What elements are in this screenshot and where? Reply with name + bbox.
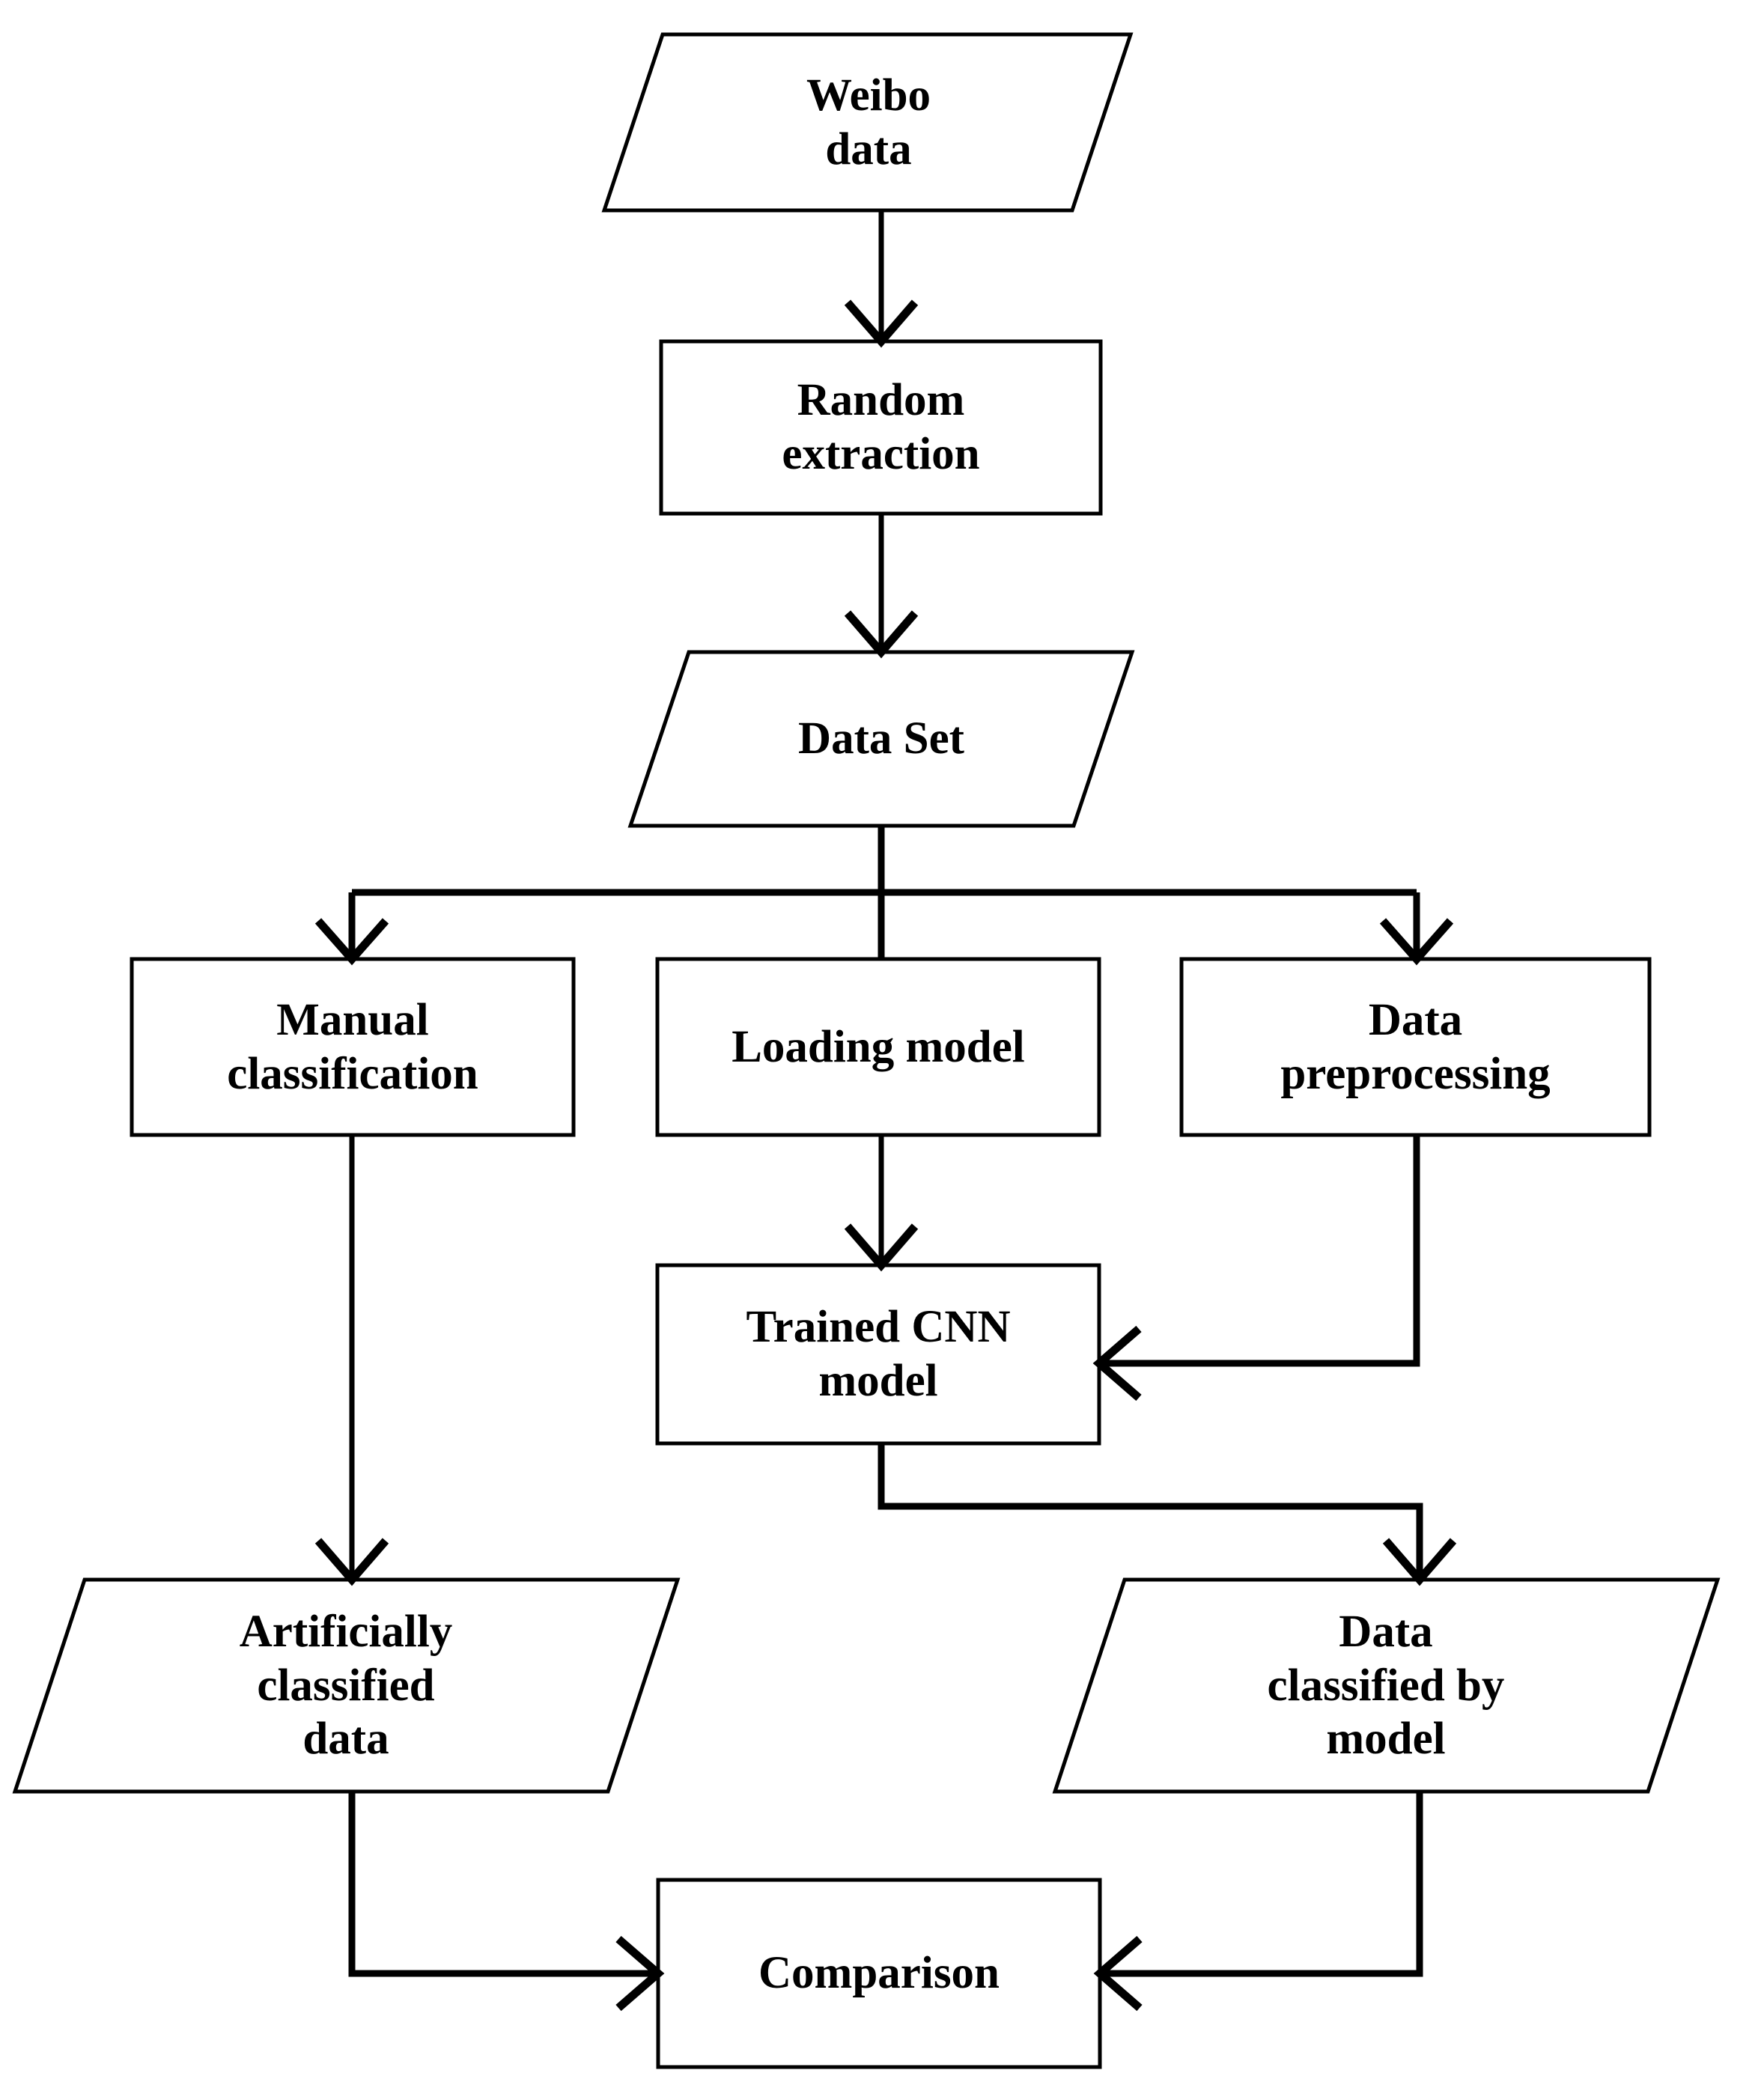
edge-trained-cnn-model-to-data-classified-by-model bbox=[878, 1443, 1457, 1586]
edge-data-set-to-split-bar bbox=[352, 826, 1417, 896]
edge-data-classified-by-model-to-comparison bbox=[1093, 1792, 1423, 2012]
edge-loading-model-to-trained-cnn-model bbox=[844, 1135, 919, 1272]
edge-artificially-classified-data-to-comparison bbox=[348, 1792, 665, 2012]
node-trained-cnn-model-shape bbox=[655, 1263, 1101, 1446]
node-artificially-classified-data-shape bbox=[12, 1577, 681, 1794]
node-data-preprocessing-shape bbox=[1179, 957, 1652, 1137]
node-manual-classification-shape bbox=[130, 957, 576, 1137]
edge-manual-classification-to-artificially-classified-data bbox=[314, 1135, 389, 1586]
edge-split-to-data-preprocessing bbox=[1379, 892, 1454, 966]
edge-split-to-manual-classification bbox=[314, 892, 389, 966]
edge-data-preprocessing-to-trained-cnn-model bbox=[1092, 1135, 1420, 1401]
node-random-extraction-shape bbox=[659, 339, 1103, 516]
node-weibo-data-shape bbox=[601, 32, 1134, 213]
node-data-set-shape bbox=[627, 650, 1135, 828]
edge-random-extraction-to-data-set bbox=[844, 514, 919, 659]
node-loading-model-shape bbox=[655, 957, 1101, 1137]
node-comparison-shape bbox=[656, 1878, 1102, 2069]
edge-weibo-data-to-random-extraction bbox=[844, 210, 919, 348]
node-data-classified-by-model-shape bbox=[1052, 1577, 1721, 1794]
